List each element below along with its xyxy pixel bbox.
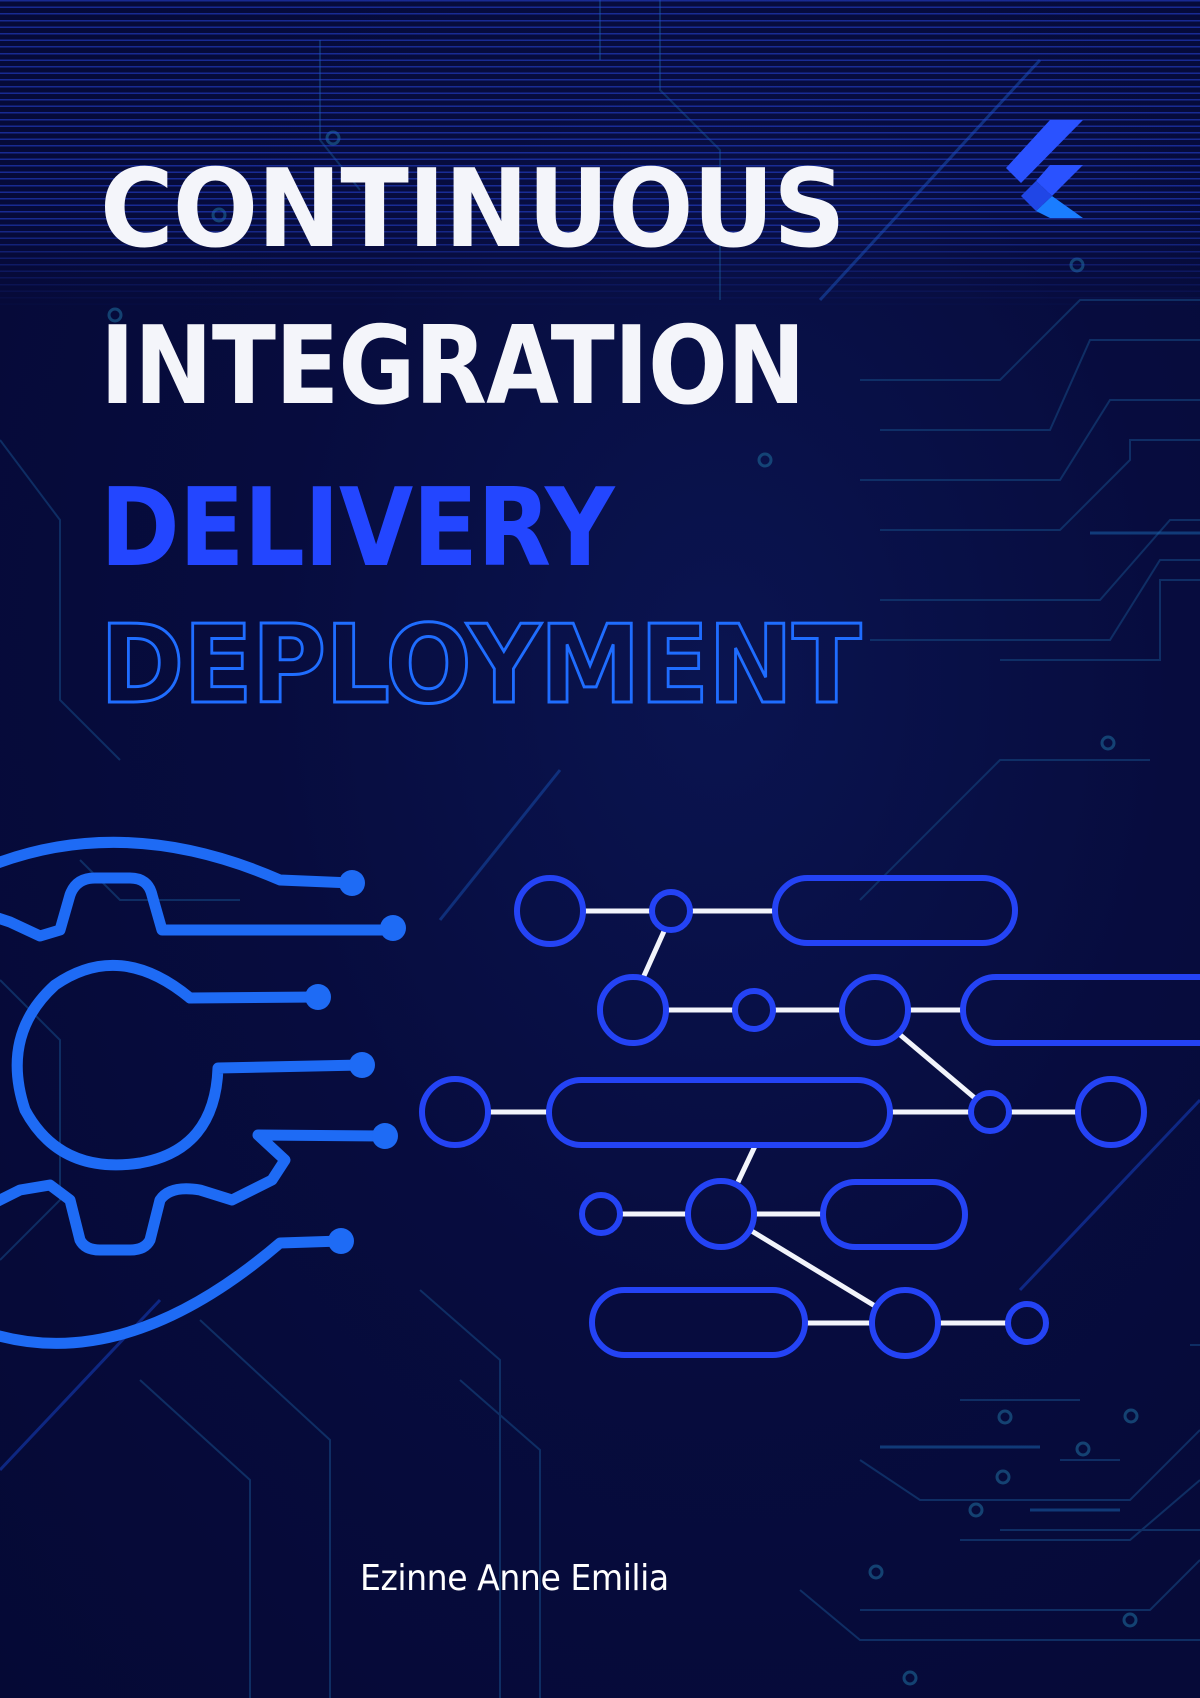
gear-circuit-icon: [0, 836, 399, 1349]
gear-circuit-dots: [305, 870, 406, 1254]
pipeline-nodes: [419, 875, 1200, 1359]
title-line-delivery: DELIVERY: [100, 466, 615, 591]
title-line-integration: INTEGRATION: [100, 304, 806, 429]
title-line-continuous: CONTINUOUS: [100, 147, 846, 272]
pipeline-connectors: [488, 908, 1078, 1326]
title-line-deployment: DEPLOYMENT: [99, 603, 863, 728]
flutter-logo-icon: [1006, 120, 1083, 218]
author-name: Ezinne Anne Emilia: [360, 1558, 669, 1599]
scanline-overlay: [0, 0, 1200, 310]
